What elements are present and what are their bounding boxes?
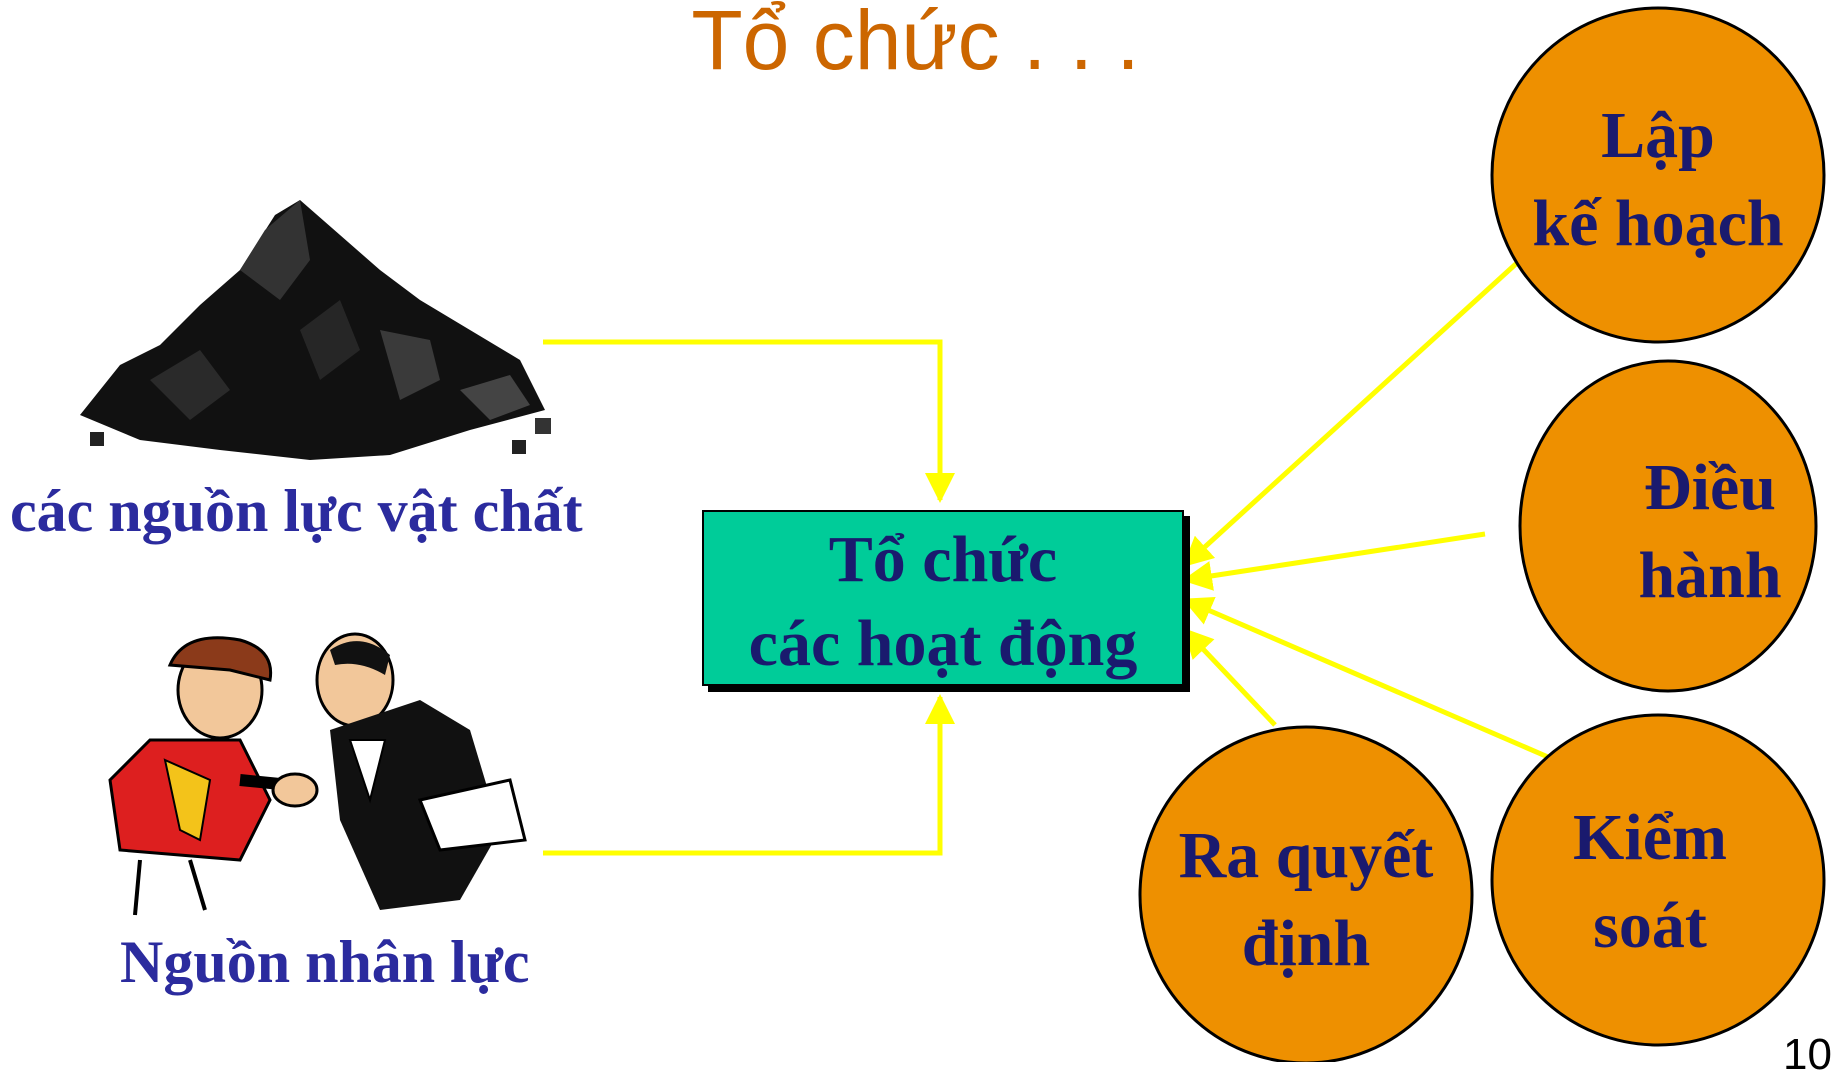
deciding-label: Ra quyết định bbox=[1140, 812, 1472, 988]
planning-circle bbox=[1490, 6, 1826, 344]
deciding-circle bbox=[1138, 725, 1474, 1062]
organize-activities-box: Tổ chức các hoạt động bbox=[702, 510, 1184, 686]
directing-line-1: Điều bbox=[1644, 451, 1776, 524]
deciding-line-1: Ra quyết bbox=[1178, 819, 1434, 892]
deciding-arrow bbox=[1182, 627, 1277, 727]
controlling-line-1: Kiểm bbox=[1573, 801, 1727, 874]
planning-line-2: kế hoạch bbox=[1532, 187, 1784, 260]
material-connector bbox=[543, 339, 955, 503]
planning-arrow bbox=[1182, 260, 1520, 568]
center-line-2: các hoạt động bbox=[748, 607, 1138, 680]
planning-line-1: Lập bbox=[1601, 99, 1715, 172]
directing-arrow bbox=[1182, 531, 1486, 591]
center-line-1: Tổ chức bbox=[828, 523, 1058, 596]
directing-line-2: hành bbox=[1638, 539, 1782, 612]
planning-label: Lập kế hoạch bbox=[1492, 92, 1824, 268]
slide-title: Tổ chức . . . bbox=[691, 0, 1140, 87]
controlling-line-2: soát bbox=[1593, 889, 1707, 962]
directing-circle bbox=[1518, 359, 1818, 693]
page-number: 10 bbox=[1783, 1030, 1831, 1079]
directing-label: Điều hành bbox=[1560, 444, 1831, 620]
material-resources-label: các nguồn lực vật chất bbox=[10, 478, 583, 544]
deciding-line-2: định bbox=[1241, 907, 1371, 980]
controlling-arrow bbox=[1182, 596, 1549, 760]
coal-pile-icon bbox=[80, 200, 551, 460]
human-resources-label: Nguồn nhân lực bbox=[120, 929, 530, 995]
controlling-label: Kiểm soát bbox=[1500, 794, 1800, 970]
human-connector bbox=[543, 694, 955, 856]
handshake-icon bbox=[108, 632, 527, 916]
controlling-circle bbox=[1490, 713, 1826, 1047]
